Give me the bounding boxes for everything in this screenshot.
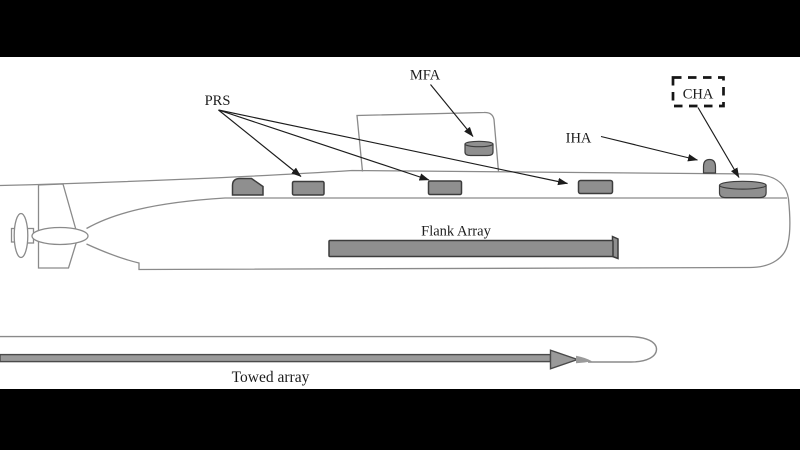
- prs-sensor-box-1: [291, 180, 325, 196]
- flank-array-bar: [328, 239, 614, 258]
- iha-sensor: [702, 158, 717, 174]
- prs-sensor-dome: [231, 177, 264, 196]
- mfa-arrow: [430, 84, 474, 137]
- cha-label: CHA: [683, 87, 714, 103]
- mfa-label: MFA: [410, 68, 441, 84]
- propeller: [13, 212, 29, 259]
- cha-sensor-top: [718, 180, 767, 190]
- prs-arrow-1: [218, 109, 302, 177]
- submarine-hull-outline: [0, 169, 791, 271]
- prs-arrow-2: [218, 109, 430, 181]
- towed-array-bar: [0, 353, 552, 363]
- towed-array-arrow-tail: [576, 355, 592, 364]
- towed-array-label: Towed array: [232, 369, 310, 386]
- cha-arrow: [697, 107, 740, 178]
- prs-sensor-box-3: [577, 179, 614, 195]
- sail: [356, 111, 500, 172]
- drawing-canvas: [0, 57, 800, 389]
- hull-seam-line: [86, 197, 787, 230]
- letterbox-top: [0, 0, 800, 57]
- prs-arrow-3: [218, 109, 568, 186]
- prs-label: PRS: [205, 93, 231, 109]
- towed-array-arrowhead: [549, 349, 580, 370]
- prs-sensor-box-2: [427, 180, 463, 196]
- cha-dashed-box: [671, 76, 725, 108]
- iha-label: IHA: [566, 131, 592, 147]
- mfa-sensor-top: [464, 140, 494, 148]
- towed-array-cable: [0, 335, 658, 363]
- iha-arrow: [600, 135, 698, 162]
- flank-array-label: Flank Array: [421, 224, 491, 240]
- letterbox-bottom: [0, 389, 800, 450]
- stern-pod: [31, 226, 89, 246]
